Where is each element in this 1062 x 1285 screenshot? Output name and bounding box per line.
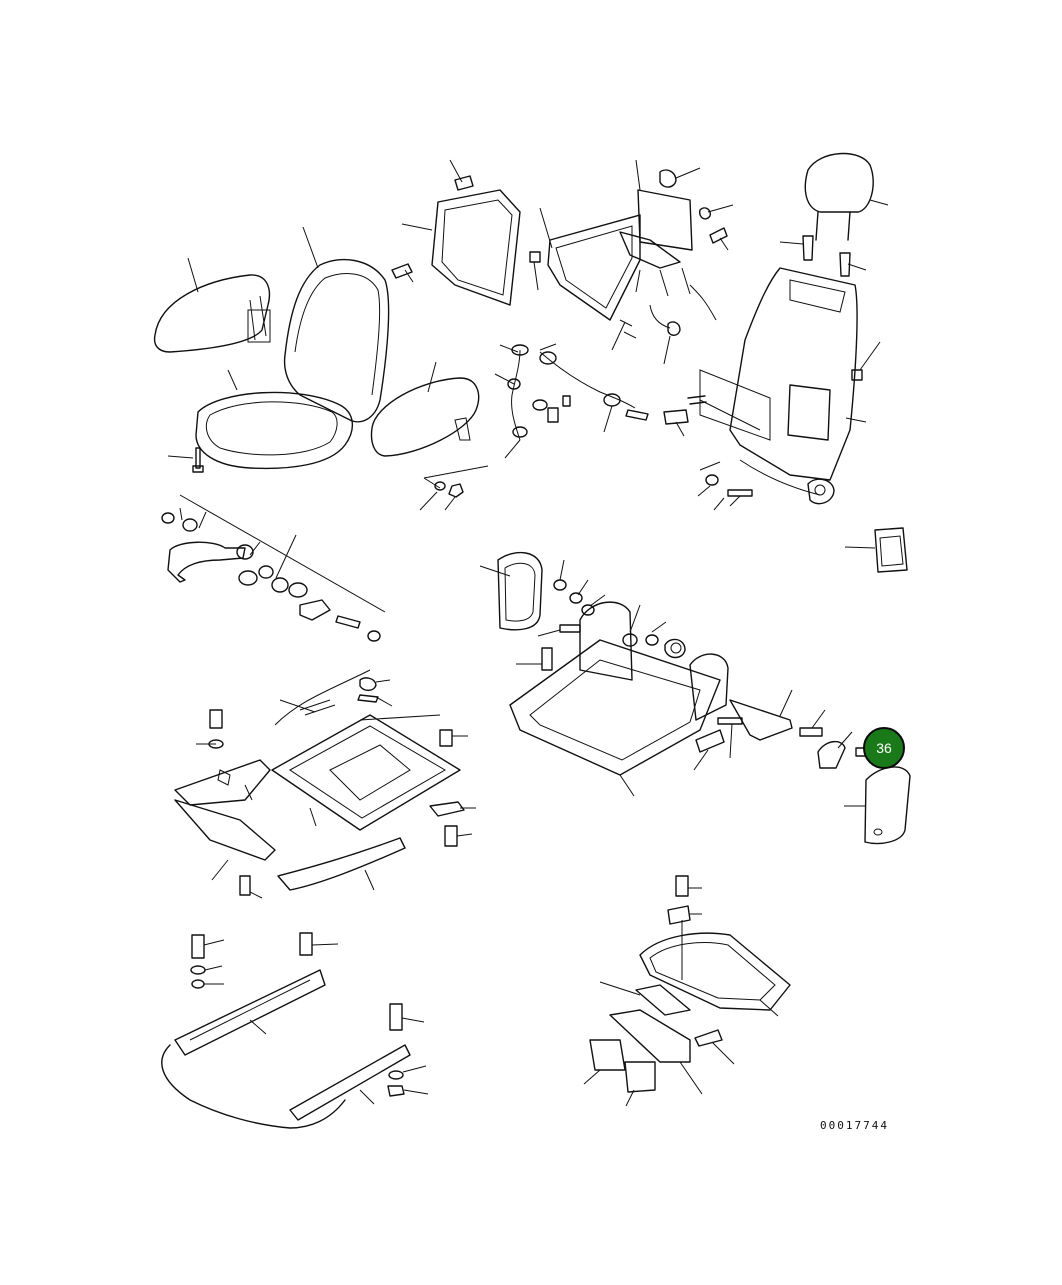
headrest: [779, 152, 889, 277]
left-armrest: [153, 257, 271, 353]
callout-marker-36[interactable]: 36: [863, 727, 905, 769]
backrest-frame: [663, 267, 881, 511]
lower-right-suspension: [583, 875, 791, 1107]
side-switch: [844, 527, 908, 573]
back-panel: [391, 159, 521, 306]
switch-panel: [611, 159, 734, 365]
seat-bolt: [167, 447, 204, 473]
seat-backrest: [283, 226, 390, 423]
document-number: 00017744: [820, 1119, 889, 1132]
mounting-bracket: [529, 207, 641, 321]
seat-frame-assembly: [479, 551, 853, 797]
lower-left-rails: [161, 932, 429, 1129]
seat-base-plate: [271, 714, 476, 891]
wire-harness: [494, 343, 649, 459]
washer-nut-pair: [419, 465, 489, 511]
seat-cushion: [195, 369, 353, 470]
slide-adjuster: [174, 669, 393, 899]
right-armrest: [370, 361, 480, 457]
hardware-kit: [161, 494, 386, 642]
